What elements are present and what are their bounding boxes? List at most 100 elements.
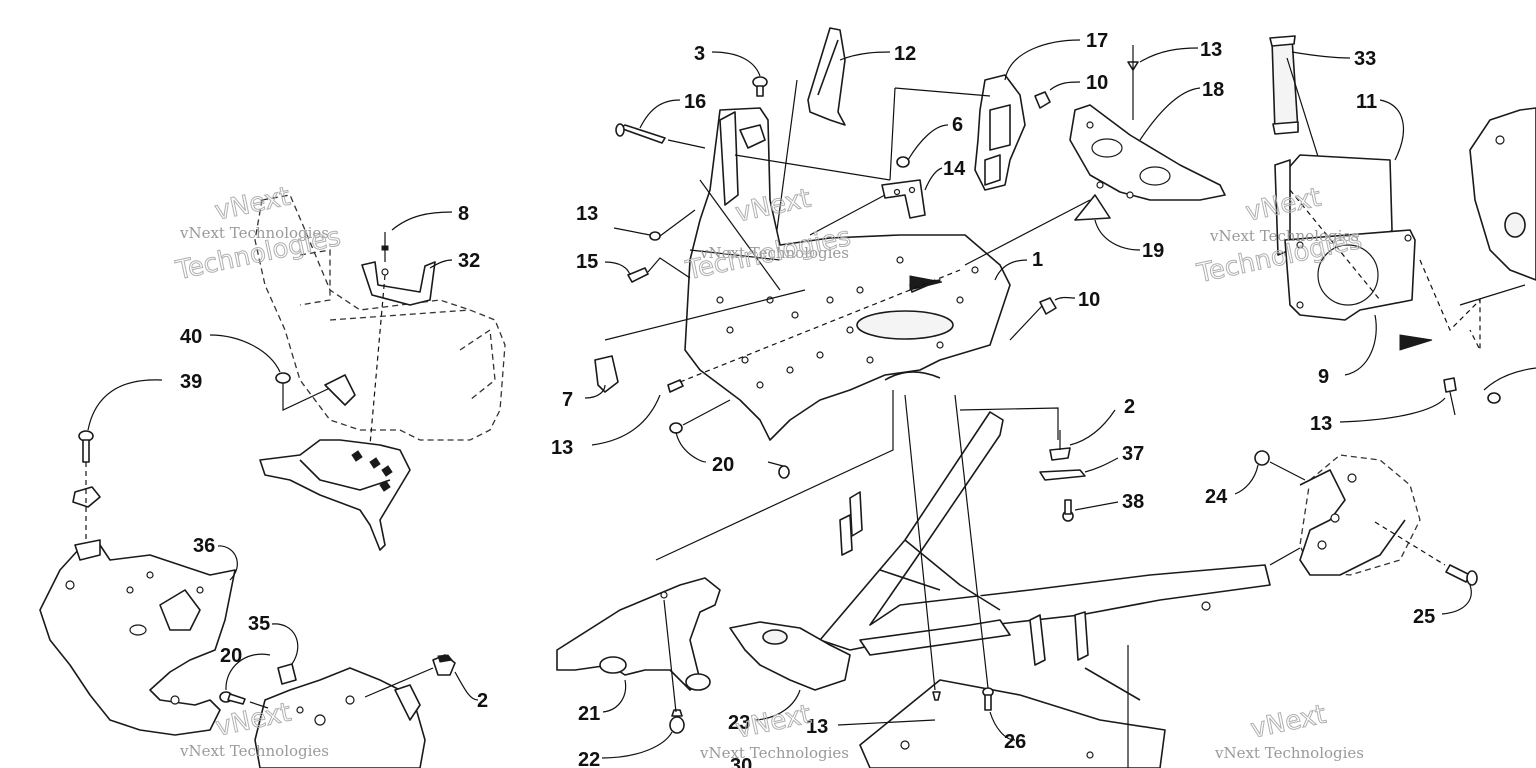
rivet-15 bbox=[604, 257, 691, 283]
callout-6: 6 bbox=[952, 114, 963, 136]
callout-38: 38 bbox=[1122, 491, 1144, 513]
callout-15: 15 bbox=[576, 251, 598, 273]
callout-10-top: 10 bbox=[1086, 72, 1108, 94]
clip-19 bbox=[964, 194, 1141, 266]
callout-13-top-right: 13 bbox=[1200, 39, 1222, 61]
ghost-footrest-bracket bbox=[259, 439, 411, 551]
ghost-bulkhead-outline bbox=[254, 194, 506, 441]
nut-24 bbox=[1234, 450, 1306, 495]
plate-9 bbox=[1284, 189, 1416, 376]
callout-33: 33 bbox=[1354, 48, 1376, 70]
callout-36: 36 bbox=[193, 535, 215, 557]
leader-1 bbox=[994, 259, 1028, 281]
callout-8: 8 bbox=[458, 203, 469, 225]
right-link-line bbox=[1459, 284, 1526, 306]
callout-22: 22 bbox=[578, 749, 600, 768]
screw-13-top-right bbox=[1127, 45, 1199, 120]
callout-21: 21 bbox=[578, 703, 600, 725]
right-dashed-link bbox=[1419, 259, 1481, 351]
assembly-line-26-a bbox=[904, 394, 936, 691]
leader-17 bbox=[1004, 39, 1081, 81]
bracket-21 bbox=[556, 577, 721, 691]
callout-24: 24 bbox=[1205, 486, 1228, 508]
bolt-25 bbox=[1374, 521, 1478, 615]
callout-labels: 3 16 12 17 10 13 18 33 11 6 14 13 8 32 1… bbox=[180, 30, 1435, 768]
bolt-26 bbox=[982, 687, 1016, 741]
callout-26: 26 bbox=[1004, 731, 1026, 753]
bracket-32 bbox=[361, 232, 436, 306]
block-17 bbox=[974, 74, 1026, 191]
callout-2-left: 2 bbox=[477, 690, 488, 712]
leader-40 bbox=[209, 334, 281, 373]
right-arrow bbox=[1399, 334, 1433, 351]
nut-2-center bbox=[959, 407, 1116, 461]
leader-2-left bbox=[454, 671, 479, 701]
nut-10-lower bbox=[1009, 296, 1076, 341]
nut-2-left bbox=[364, 654, 456, 698]
leader-32 bbox=[429, 259, 453, 269]
callout-9: 9 bbox=[1318, 366, 1329, 388]
right-link-line-2 bbox=[1483, 367, 1536, 391]
callout-16: 16 bbox=[684, 91, 706, 113]
svg-text:vNext Technologies: vNext Technologies bbox=[699, 744, 849, 762]
bracket-14 bbox=[809, 167, 943, 236]
callout-13-bottom: 13 bbox=[806, 716, 828, 738]
plug-22 bbox=[601, 599, 685, 759]
callout-20-left: 20 bbox=[220, 645, 242, 667]
leader-20-left bbox=[225, 653, 271, 691]
callout-12: 12 bbox=[894, 43, 916, 65]
leader-39 bbox=[87, 379, 163, 431]
callout-25: 25 bbox=[1413, 606, 1435, 628]
svg-text:vNext Technologies: vNext Technologies bbox=[1214, 744, 1364, 762]
callout-13-upper: 13 bbox=[576, 203, 598, 225]
callout-37: 37 bbox=[1122, 443, 1144, 465]
svg-text:vNext: vNext bbox=[1248, 700, 1329, 745]
box-11 bbox=[1274, 99, 1404, 256]
leader-17-line bbox=[734, 87, 991, 181]
bolt-39 bbox=[72, 430, 101, 540]
guard-36 bbox=[39, 539, 236, 736]
leader-23 bbox=[755, 689, 801, 721]
leader-12 bbox=[839, 51, 891, 61]
main-frame bbox=[819, 411, 1271, 666]
screw-20-left bbox=[219, 691, 269, 709]
callout-35: 35 bbox=[248, 613, 270, 635]
right-housing bbox=[1469, 107, 1536, 281]
callout-18: 18 bbox=[1202, 79, 1224, 101]
svg-text:vNext Technologies: vNext Technologies bbox=[179, 742, 329, 760]
lower-plate bbox=[859, 667, 1166, 768]
callout-3: 3 bbox=[694, 43, 705, 65]
leader-12-line bbox=[776, 79, 798, 231]
callout-1: 1 bbox=[1032, 249, 1043, 271]
callout-13-lower: 13 bbox=[551, 437, 573, 459]
screw-6 bbox=[896, 124, 949, 168]
callout-39: 39 bbox=[180, 371, 202, 393]
bracket-18 bbox=[1069, 104, 1226, 201]
svg-text:vNext: vNext bbox=[733, 700, 814, 745]
clip-37 bbox=[1039, 457, 1119, 481]
callout-40: 40 bbox=[180, 326, 202, 348]
nut-10-top bbox=[1034, 81, 1081, 109]
right-frame-bracket bbox=[1269, 454, 1421, 576]
rivet-13-right bbox=[1339, 377, 1501, 423]
clip-35 bbox=[271, 623, 299, 685]
svg-text:vNext Technologies: vNext Technologies bbox=[179, 224, 329, 242]
svg-text:vNext: vNext bbox=[212, 182, 293, 227]
leader-8 bbox=[391, 211, 453, 231]
callout-7: 7 bbox=[562, 389, 573, 411]
panel-1 bbox=[684, 107, 1011, 441]
callout-30: 30 bbox=[730, 755, 752, 768]
clip-7 bbox=[584, 289, 806, 399]
leader-panel-to-21 bbox=[655, 390, 894, 561]
svg-text:vNext Technologies: vNext Technologies bbox=[699, 244, 849, 262]
screw-20-center bbox=[669, 399, 790, 479]
lower-left-bracket bbox=[254, 667, 426, 768]
rivet-13-upper bbox=[613, 209, 696, 241]
callout-23: 23 bbox=[728, 712, 750, 734]
callout-20-center: 20 bbox=[712, 454, 734, 476]
assembly-line-8 bbox=[369, 274, 386, 446]
callout-13-right: 13 bbox=[1310, 413, 1332, 435]
callout-11: 11 bbox=[1356, 91, 1377, 113]
leader-21 bbox=[602, 679, 627, 713]
assembly-line-26-b bbox=[954, 394, 989, 689]
